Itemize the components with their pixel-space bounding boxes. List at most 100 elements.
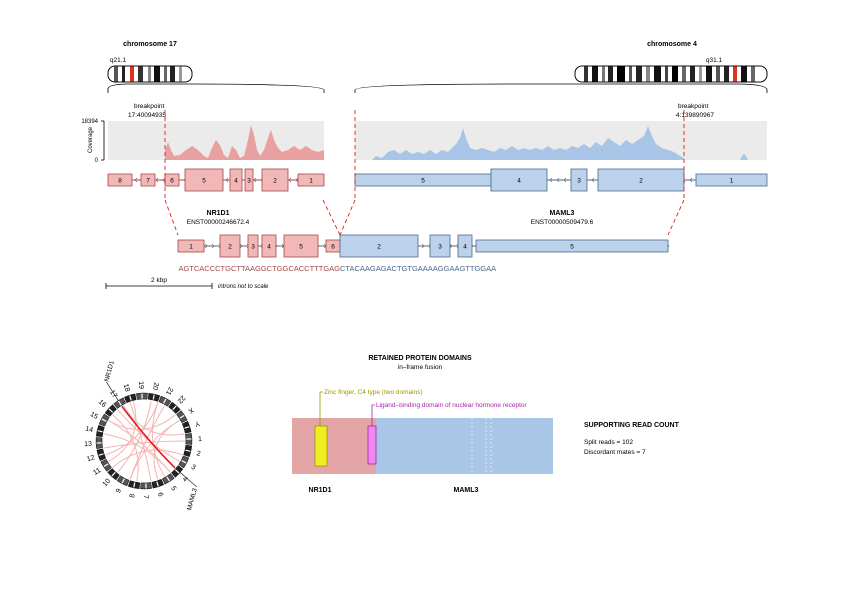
- strand-arrow: [549, 177, 553, 183]
- circos-chromosome-label: 13: [84, 441, 92, 448]
- scale-note: introns not to scale: [218, 284, 269, 290]
- circos-chromosome-label: 5: [169, 485, 177, 492]
- circos-chromosome-label: 21: [164, 386, 174, 396]
- fusion-exon-number: 1: [189, 244, 193, 251]
- circos-band: [101, 418, 107, 422]
- circos-link: [123, 405, 185, 436]
- fusion-exon-number: 5: [299, 244, 303, 251]
- circos-band: [111, 471, 116, 477]
- circos-band: [179, 414, 185, 419]
- circos-band: [172, 405, 177, 411]
- exon: [244, 168, 254, 192]
- circos-band: [152, 394, 155, 400]
- coverage-nr1d1: [165, 125, 324, 160]
- circos-band: [181, 460, 187, 464]
- exon-number: 1: [730, 178, 734, 185]
- circos-chromosome-label: 1: [198, 436, 202, 443]
- zinc-finger-leader: [319, 391, 323, 426]
- exon-number: 4: [517, 178, 521, 185]
- fusion-exon: [219, 234, 241, 258]
- exon-number: 1: [309, 178, 313, 185]
- fusion-exon-number: 3: [438, 244, 442, 251]
- gene-b-pointer: [180, 472, 198, 488]
- strand-arrow: [556, 177, 560, 183]
- circos-gene-a-label: NR1D1: [104, 360, 116, 383]
- exon-number: 5: [421, 178, 425, 185]
- strand-arrow: [204, 243, 208, 249]
- breakpoint-lines: [164, 110, 685, 236]
- strand-arrow: [155, 177, 159, 183]
- fusion-exon: [339, 234, 419, 258]
- protein-maml3-segment: [376, 418, 553, 474]
- exon-number: 3: [247, 178, 251, 185]
- circos-band: [184, 426, 190, 429]
- circos-chromosome-label: 8: [129, 493, 137, 498]
- chr4-title: chromosome 4: [647, 41, 697, 48]
- strand-arrow: [449, 243, 453, 249]
- fusion-exon-number: 6: [331, 244, 335, 251]
- circos-link: [105, 402, 159, 456]
- gene-right-transcript: ENST00000509479.6: [531, 219, 594, 226]
- scale-bar: 2 kbp introns not to scale: [105, 277, 269, 290]
- fusion-exon: [177, 239, 205, 253]
- exon-number: 7: [146, 178, 150, 185]
- circos-band: [133, 482, 136, 488]
- circos-chromosome-label: 4: [181, 476, 189, 484]
- fusion-exon-number: 5: [570, 244, 574, 251]
- circos-chromosome-label: 12: [86, 454, 96, 463]
- strand-arrow: [563, 177, 567, 183]
- circos-band: [97, 430, 103, 433]
- circos-band: [166, 476, 171, 482]
- strand-arrow: [253, 177, 257, 183]
- coverage-axis-label: Coverage: [88, 126, 94, 153]
- circos-chromosome-label: 3: [190, 464, 197, 472]
- sequence-nr1d1: AGTCACCCTGCTTAAGGCTGGCACCTTTGAG: [178, 264, 340, 273]
- strand-arrow: [225, 177, 229, 183]
- chr4-zoom-bracket: [354, 83, 768, 93]
- circos-link: [117, 409, 180, 462]
- chr4-band: q31.1: [706, 57, 723, 64]
- reads-split: Split reads = 102: [584, 439, 633, 446]
- domains-title: RETAINED PROTEIN DOMAINS: [368, 355, 472, 362]
- fusion-exon-number: 2: [377, 244, 381, 251]
- circos-chromosome-label: 20: [151, 382, 160, 391]
- circos-link: [112, 414, 139, 482]
- reads-title: SUPPORTING READ COUNT: [584, 422, 680, 429]
- scale-label: 2 kbp: [151, 277, 167, 284]
- circos-chromosome-label: 6: [156, 492, 164, 498]
- circos-band: [103, 463, 109, 468]
- coverage-axis: 18394 0 Coverage: [81, 119, 105, 164]
- chr17-ideogram: [107, 65, 193, 83]
- gene-left-transcript: ENST00000246672.4: [187, 219, 250, 226]
- exon: [695, 173, 768, 187]
- breakpoint-left-label: breakpoint: [134, 103, 165, 110]
- coverage-min: 0: [95, 158, 99, 164]
- circos-chromosome-label: 9: [115, 488, 123, 495]
- ligand-binding-domain: [367, 425, 377, 465]
- coverage-max: 18394: [81, 119, 98, 125]
- lbd-leader: [371, 404, 375, 426]
- strand-arrow: [591, 177, 595, 183]
- circos-band: [129, 395, 132, 401]
- circos-band: [117, 400, 122, 406]
- circos-band: [98, 453, 104, 456]
- fusion-exon: [283, 234, 319, 258]
- circos-chromosome-label: 15: [89, 411, 99, 421]
- exon: [297, 173, 325, 187]
- circos-band: [108, 408, 114, 413]
- gene-left-name: NR1D1: [207, 210, 230, 217]
- gene-a-pointer: [106, 381, 119, 401]
- reads-discordant: Discordant mates = 7: [584, 449, 646, 456]
- circos-gene-b-label: MAML3: [186, 487, 199, 511]
- breakpoint-right-pos: 4:139890967: [676, 112, 714, 119]
- exon: [229, 168, 243, 192]
- circos-link: [129, 402, 152, 482]
- fusion-exon: [261, 234, 277, 258]
- circos-chromosome-label: 10: [102, 478, 112, 489]
- exon-number: 6: [170, 178, 174, 185]
